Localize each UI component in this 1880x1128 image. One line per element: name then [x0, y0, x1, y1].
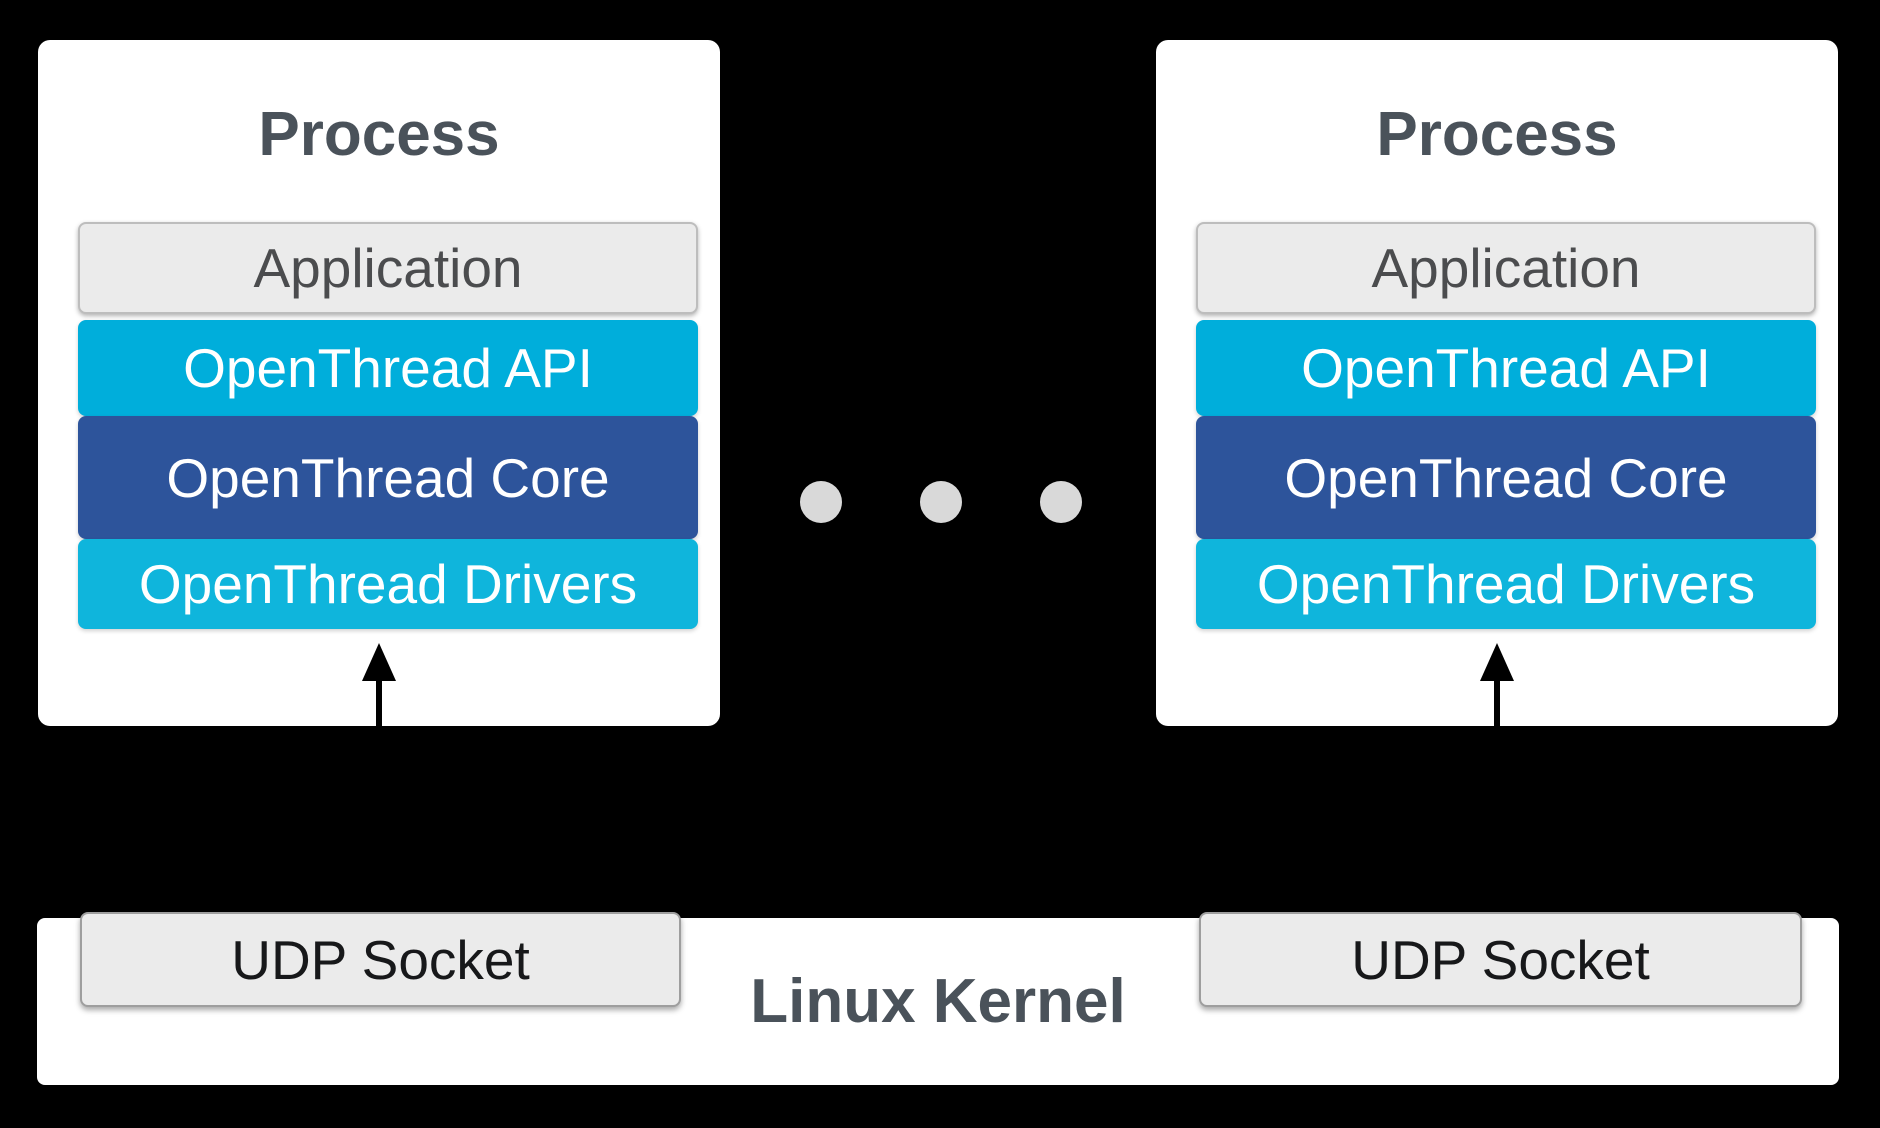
process-box-right: Process Application OpenThread API OpenT… [1156, 40, 1838, 726]
layer-openthread-drivers: OpenThread Drivers [1196, 539, 1816, 629]
process-box-left: Process Application OpenThread API OpenT… [38, 40, 720, 726]
ellipsis-dot [800, 481, 842, 523]
layer-openthread-core: OpenThread Core [1196, 416, 1816, 539]
udp-socket-right: UDP Socket [1199, 912, 1802, 1007]
process-title: Process [1376, 100, 1618, 169]
kernel-title: Linux Kernel [750, 967, 1126, 1036]
process-title: Process [258, 100, 500, 169]
layer-application: Application [78, 222, 698, 314]
layer-stack: Application OpenThread API OpenThread Co… [1196, 40, 1816, 726]
layer-openthread-core: OpenThread Core [78, 416, 698, 539]
layer-openthread-api: OpenThread API [78, 320, 698, 416]
ellipsis-dot [920, 481, 962, 523]
layer-application: Application [1196, 222, 1816, 314]
layer-openthread-api: OpenThread API [1196, 320, 1816, 416]
udp-socket-left: UDP Socket [80, 912, 681, 1007]
ellipsis-dot [1040, 481, 1082, 523]
layer-stack: Application OpenThread API OpenThread Co… [78, 40, 698, 726]
layer-openthread-drivers: OpenThread Drivers [78, 539, 698, 629]
